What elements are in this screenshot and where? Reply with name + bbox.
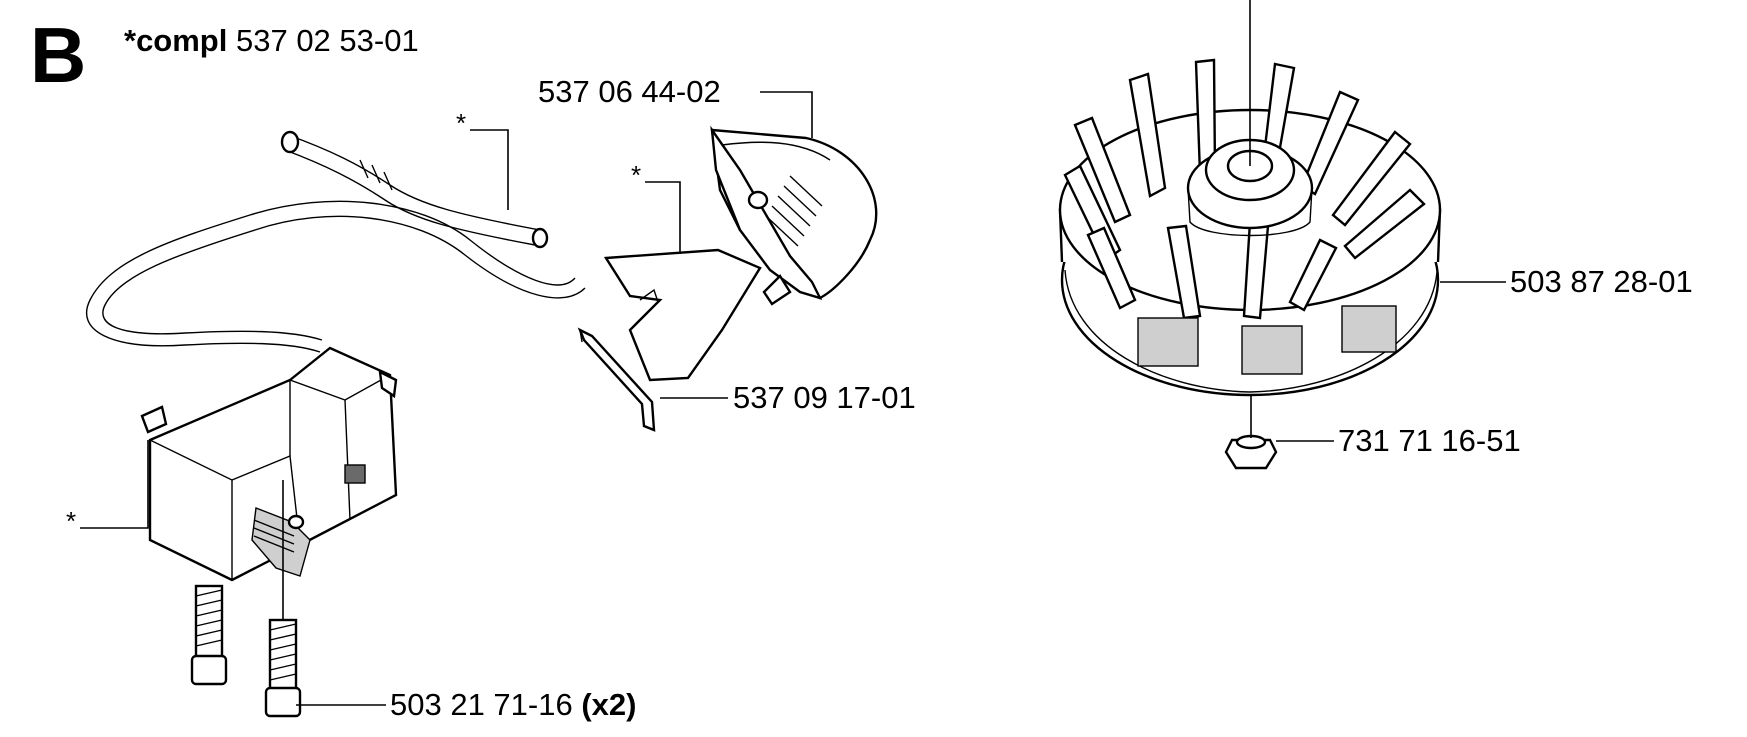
fuel-line-drawing [85,200,586,353]
screw-quantity: (x2) [581,687,637,722]
cylinder-cover-drawing [710,125,878,306]
kit-label: *compl 537 02 53-01 [124,25,419,56]
callout-screw: 503 21 71-16 (x2) [390,689,636,720]
callout-cover-top: 537 06 44-02 [538,74,721,109]
leader-cover-top [760,91,813,138]
section-letter: B [30,11,87,99]
kit-prefix: *compl [124,23,228,58]
asterisk-hose: * [456,108,467,138]
kit-number: 537 02 53-01 [235,23,419,58]
asterisk-plate: * [631,160,642,190]
callout-nut: 731 71 16-51 [1338,423,1521,458]
leader-asterisk-tank [80,440,149,529]
tank-screws-drawing [190,584,302,718]
bracket-drawing [577,327,656,432]
guide-plate-drawing [603,248,762,382]
leader-lines [80,0,1506,706]
leader-asterisk-plate [645,181,681,254]
flywheel-nut-drawing [1224,434,1278,470]
fuel-tank-drawing [140,346,398,582]
leader-asterisk-hose [470,129,509,210]
fuel-hose-drawing [280,130,549,249]
flywheel-drawing [1058,58,1442,397]
callout-flywheel: 503 87 28-01 [1510,264,1693,299]
screw-number: 503 21 71-16 [390,687,573,722]
callout-bracket: 537 09 17-01 [733,380,916,415]
asterisk-tank: * [66,506,77,536]
